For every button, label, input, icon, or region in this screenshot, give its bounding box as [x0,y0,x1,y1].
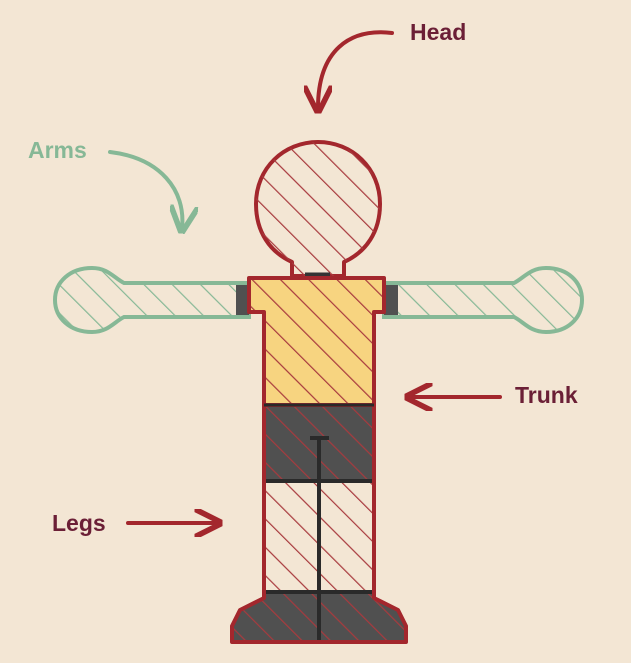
arms-arrow [108,150,182,228]
head-label: Head [410,19,467,45]
legs-label: Legs [52,510,106,536]
legs-shape [230,403,408,644]
arms-label: Arms [28,137,87,163]
trunk-label: Trunk [515,382,578,408]
trunk-shape [247,276,386,407]
arms-shape [52,265,585,335]
head-shape [254,140,382,278]
head-arrow [318,30,394,108]
